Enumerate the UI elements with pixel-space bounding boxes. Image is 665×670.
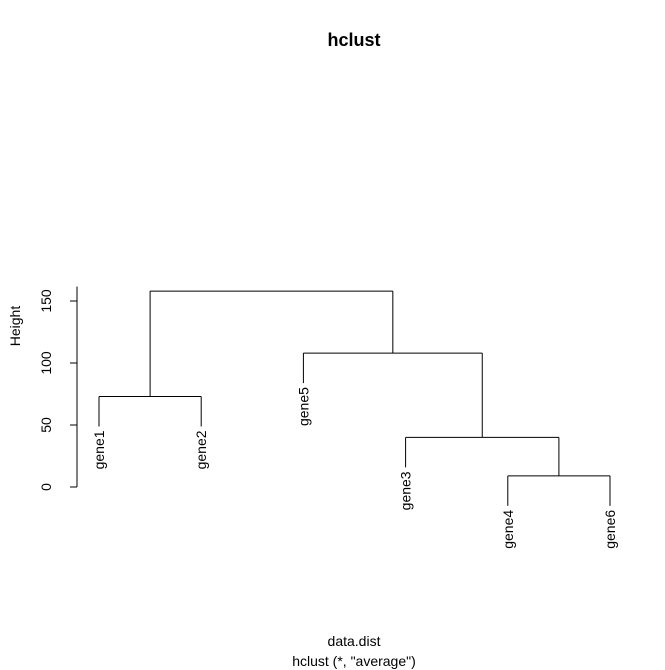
y-axis-label: Height	[7, 306, 23, 347]
chart-title: hclust	[327, 30, 380, 50]
y-tick-label: 50	[38, 417, 54, 433]
x-axis-label: data.dist	[328, 633, 381, 649]
y-tick-label: 100	[38, 351, 54, 375]
leaf-label: gene3	[398, 471, 414, 510]
y-tick-label: 150	[38, 289, 54, 313]
leaf-label: gene6	[602, 510, 618, 549]
y-tick-label: 0	[38, 483, 54, 491]
leaf-label: gene1	[91, 430, 107, 469]
y-axis: 0 50 100 150	[38, 286, 78, 491]
leaf-label: gene2	[193, 430, 209, 469]
leaf-label: gene5	[295, 387, 311, 426]
leaf-label: gene4	[500, 510, 516, 549]
method-sublabel: hclust (*, "average")	[292, 653, 416, 669]
dendrogram-tree: gene1 gene2 gene5 gene3 gene4 gene6	[91, 290, 618, 549]
